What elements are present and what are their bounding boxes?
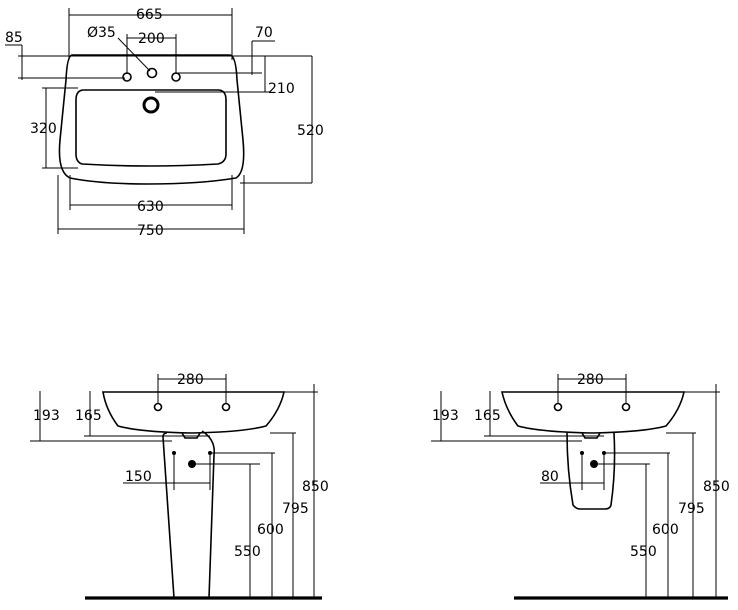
dim-600: 600 xyxy=(652,522,679,538)
dim-193: 193 xyxy=(432,408,459,424)
dim-550: 550 xyxy=(630,544,657,560)
dim-200: 200 xyxy=(138,31,165,47)
dim-630: 630 xyxy=(137,199,164,215)
dim-550: 550 xyxy=(234,544,261,560)
dim-600: 600 xyxy=(257,522,284,538)
semi-pedestal-side-view: 280 193 165 80 550 600 795 850 xyxy=(431,372,730,600)
semi-pedestal-outline xyxy=(566,432,616,510)
dim-210: 210 xyxy=(268,81,295,97)
basin-front-outline xyxy=(102,391,285,434)
dim-665: 665 xyxy=(136,7,163,23)
basin-outer-outline xyxy=(58,54,245,185)
dim-850: 850 xyxy=(302,479,329,495)
dim-85: 85 xyxy=(5,30,23,46)
waste-outlet xyxy=(142,96,160,114)
tap-hole-right xyxy=(171,72,181,82)
dim-80: 80 xyxy=(541,469,559,485)
dim-750: 750 xyxy=(137,223,164,239)
tap-hole-left xyxy=(553,402,563,412)
basin-front-outline xyxy=(501,391,685,434)
tap-hole-right xyxy=(221,402,231,412)
pedestal-side-view: 280 193 165 150 550 600 795 850 xyxy=(30,372,329,600)
dim-280: 280 xyxy=(177,372,204,388)
dim-diameter: Ø35 xyxy=(87,25,116,41)
dim-165: 165 xyxy=(75,408,102,424)
dim-280: 280 xyxy=(577,372,604,388)
dim-150: 150 xyxy=(125,469,152,485)
dim-70: 70 xyxy=(255,25,273,41)
dim-520: 520 xyxy=(297,123,324,139)
tap-hole-left xyxy=(122,72,132,82)
tap-hole-left xyxy=(153,402,163,412)
dim-165: 165 xyxy=(474,408,501,424)
dim-850: 850 xyxy=(703,479,730,495)
tap-hole-center xyxy=(146,67,158,79)
dim-193: 193 xyxy=(33,408,60,424)
dim-320: 320 xyxy=(30,121,57,137)
pedestal-outline xyxy=(162,430,216,599)
top-view: 665 Ø35 200 85 70 210 320 520 xyxy=(5,7,324,239)
tap-hole-right xyxy=(621,402,631,412)
dim-795: 795 xyxy=(282,501,309,517)
basin-bowl-outline xyxy=(75,89,227,167)
dim-795: 795 xyxy=(678,501,705,517)
